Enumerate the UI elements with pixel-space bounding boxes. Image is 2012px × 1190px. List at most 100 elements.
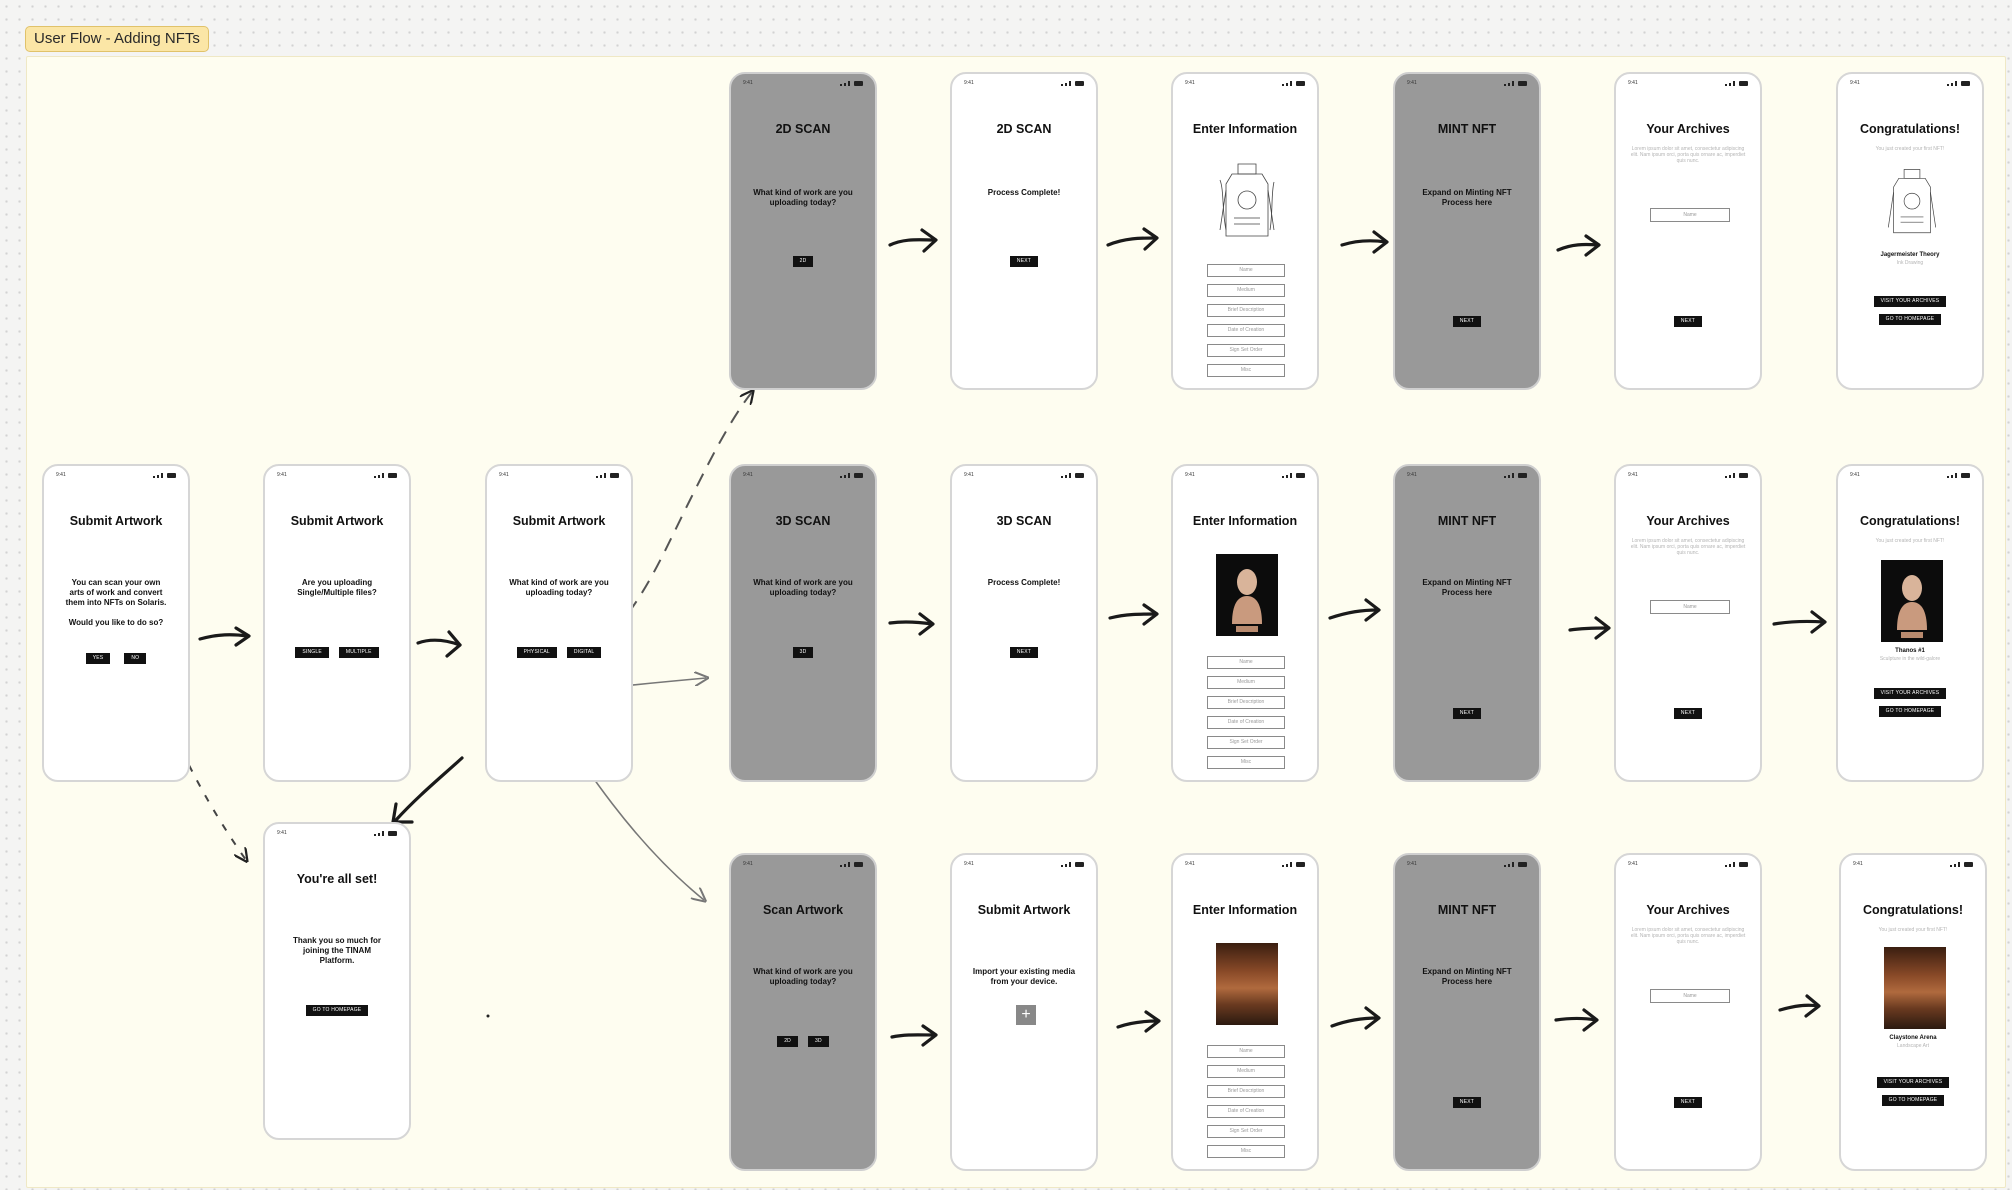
next-button[interactable]: NEXT [1673,1097,1703,1108]
medium-field[interactable]: Medium [1207,284,1285,297]
3d-button[interactable]: 3D [808,1036,829,1047]
artwork-title: Claystone Arena [1889,1035,1937,1041]
screen-title: Enter Information [1192,903,1298,917]
screen-title: You're all set! [296,872,378,886]
screen-submit-artwork-files: 9:41 Submit Artwork Are you uploading Si… [263,464,411,782]
date-of-creation-field[interactable]: Date of Creation [1207,716,1285,729]
screen-title: MINT NFT [1437,903,1497,917]
misc-field[interactable]: Misc [1207,364,1285,377]
brief-description-field[interactable]: Brief Description [1207,696,1285,709]
screen-title: Submit Artwork [512,514,606,528]
go-to-homepage-button[interactable]: GO TO HOMEPAGE [1881,1095,1945,1106]
archives-description: Lorem ipsum dolor sit amet, consectetur … [1630,538,1746,556]
medium-field[interactable]: Medium [1207,676,1285,689]
medium-field[interactable]: Medium [1207,1065,1285,1078]
screen-title: Submit Artwork [69,514,163,528]
screen-question: What kind of work are you uploading toda… [753,967,853,986]
next-button[interactable]: NEXT [1452,1097,1482,1108]
next-button[interactable]: NEXT [1009,647,1039,658]
archives-description: Lorem ipsum dolor sit amet, consectetur … [1630,927,1746,945]
process-complete-text: Process Complete! [987,188,1061,197]
screen-title: Scan Artwork [762,903,844,917]
screen-all-set: 9:41 You're all set! Thank you so much f… [263,822,411,1140]
2d-button[interactable]: 2D [792,256,814,267]
add-media-button[interactable]: + [1016,1005,1036,1025]
screen-enter-information-3d: 9:41 Enter Information Name Medium Brief… [1171,464,1319,782]
screen-congratulations-3d: 9:41 Congratulations! You just created y… [1836,464,1984,782]
no-button[interactable]: NO [124,653,147,664]
misc-field[interactable]: Misc [1207,1145,1285,1158]
screen-title: 3D SCAN [996,514,1052,528]
go-to-homepage-button[interactable]: GO TO HOMEPAGE [1878,706,1942,717]
thank-you-text: Thank you so much for joining the TINAM … [292,936,381,965]
sign-set-order-field[interactable]: Sign Set Order [1207,736,1285,749]
brief-description-field[interactable]: Brief Description [1207,304,1285,317]
next-button[interactable]: NEXT [1452,316,1482,327]
yes-button[interactable]: YES [85,653,111,664]
screen-enter-information-2d: 9:41 Enter Information Name Medium Brief… [1171,72,1319,390]
brief-description-field[interactable]: Brief Description [1207,1085,1285,1098]
visit-archives-button[interactable]: VISIT YOUR ARCHIVES [1873,688,1947,699]
screen-title: Congratulations! [1860,122,1960,136]
3d-button[interactable]: 3D [792,647,814,658]
name-field[interactable]: Name [1207,1045,1285,1058]
artwork-bust-image [1881,560,1943,642]
screen-2d-scan: 9:41 2D SCAN What kind of work are you u… [729,72,877,390]
screen-3d-scan: 9:41 3D SCAN What kind of work are you u… [729,464,877,782]
next-button[interactable]: NEXT [1673,708,1703,719]
next-button[interactable]: NEXT [1673,316,1703,327]
artwork-landscape-image [1216,943,1278,1025]
mint-description: Expand on Minting NFT Process here [1422,967,1512,986]
artwork-medium: Landscape Art [1897,1043,1929,1049]
screen-title: Your Archives [1646,514,1730,528]
digital-button[interactable]: DIGITAL [566,647,602,658]
date-of-creation-field[interactable]: Date of Creation [1207,324,1285,337]
screen-title: Congratulations! [1860,514,1960,528]
mint-description: Expand on Minting NFT Process here [1422,578,1512,597]
congrats-subtitle: You just created your first NFT! [1875,538,1945,544]
archive-name-field[interactable]: Name [1650,600,1730,614]
date-of-creation-field[interactable]: Date of Creation [1207,1105,1285,1118]
screen-congratulations-2d: 9:41 Congratulations! You just created y… [1836,72,1984,390]
artwork-medium: Sculpture in the wild-galore [1879,656,1941,662]
screen-title: 3D SCAN [775,514,831,528]
sign-set-order-field[interactable]: Sign Set Order [1207,344,1285,357]
sign-set-order-field[interactable]: Sign Set Order [1207,1125,1285,1138]
visit-archives-button[interactable]: VISIT YOUR ARCHIVES [1876,1077,1950,1088]
board-title-tag[interactable]: User Flow - Adding NFTs [25,26,209,52]
multiple-button[interactable]: MULTIPLE [338,647,379,658]
next-button[interactable]: NEXT [1009,256,1039,267]
artwork-medium: Ink Drawing [1896,260,1924,266]
go-to-homepage-button[interactable]: GO TO HOMEPAGE [305,1005,369,1016]
go-to-homepage-button[interactable]: GO TO HOMEPAGE [1878,314,1942,325]
screen-your-archives-2d: 9:41 Your Archives Lorem ipsum dolor sit… [1614,72,1762,390]
screen-your-archives-import: 9:41 Your Archives Lorem ipsum dolor sit… [1614,853,1762,1171]
archive-name-field[interactable]: Name [1650,989,1730,1003]
screen-title: Submit Artwork [977,903,1071,917]
screen-title: Your Archives [1646,903,1730,917]
screen-scan-artwork: 9:41 Scan Artwork What kind of work are … [729,853,877,1171]
screen-mint-nft-3d: 9:41 MINT NFT Expand on Minting NFT Proc… [1393,464,1541,782]
misc-field[interactable]: Misc [1207,756,1285,769]
congrats-subtitle: You just created your first NFT! [1878,927,1948,933]
screen-enter-information-import: 9:41 Enter Information Name Medium Brief… [1171,853,1319,1171]
archive-name-field[interactable]: Name [1650,208,1730,222]
screen-mint-nft-import: 9:41 MINT NFT Expand on Minting NFT Proc… [1393,853,1541,1171]
screen-title: Submit Artwork [290,514,384,528]
screen-title: 2D SCAN [775,122,831,136]
2d-button[interactable]: 2D [777,1036,798,1047]
screen-title: Your Archives [1646,122,1730,136]
visit-archives-button[interactable]: VISIT YOUR ARCHIVES [1873,296,1947,307]
screen-title: Congratulations! [1863,903,1963,917]
name-field[interactable]: Name [1207,264,1285,277]
artwork-sketch-image [1216,160,1278,242]
screen-question: What kind of work are you uploading toda… [753,188,853,207]
next-button[interactable]: NEXT [1452,708,1482,719]
artwork-landscape-image [1884,947,1946,1029]
screen-title: Enter Information [1192,122,1298,136]
physical-button[interactable]: PHYSICAL [516,647,557,658]
single-button[interactable]: SINGLE [295,647,329,658]
screen-congratulations-import: 9:41 Congratulations! You just created y… [1839,853,1987,1171]
name-field[interactable]: Name [1207,656,1285,669]
archives-description: Lorem ipsum dolor sit amet, consectetur … [1630,146,1746,164]
